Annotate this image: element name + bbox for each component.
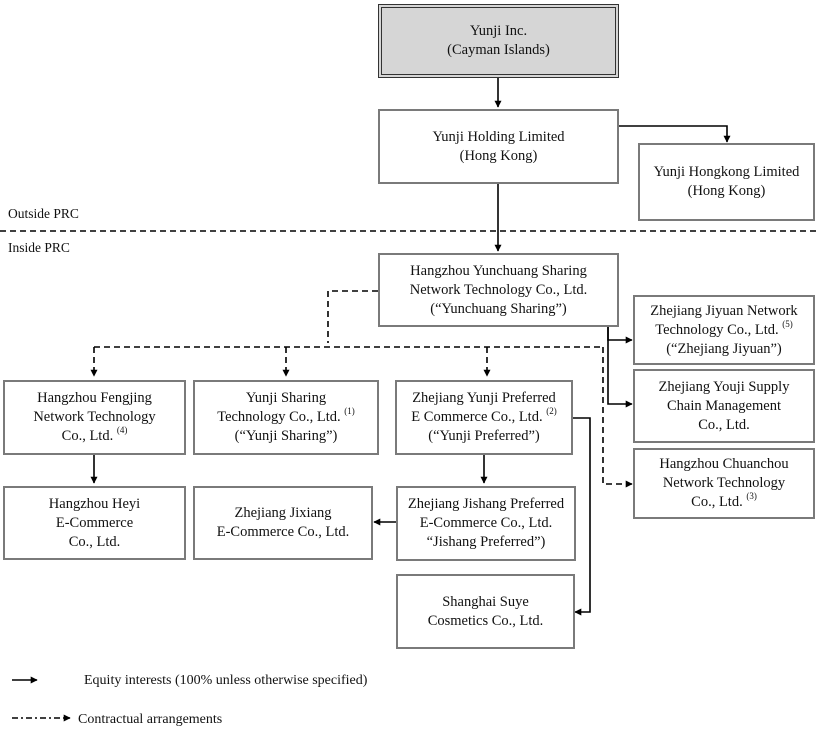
footnote-marker: (2) bbox=[546, 406, 557, 417]
node-line: E-Commerce bbox=[55, 514, 134, 531]
node-line: Chain Management bbox=[667, 397, 781, 414]
node-line: (Cayman Islands) bbox=[447, 42, 550, 58]
arrow-yunchuang-to-jiyuan bbox=[607, 327, 633, 344]
node-line: Yunji Holding Limited bbox=[432, 128, 565, 145]
node-line: Yunji Hongkong Limited bbox=[653, 164, 800, 180]
node-line: Zhejiang Yunji Preferred bbox=[412, 390, 556, 406]
node-line: (Hong Kong) bbox=[459, 147, 538, 164]
dash-yunchuang-left bbox=[327, 290, 378, 343]
node-line: Zhejiang Jiyuan Network bbox=[650, 302, 798, 319]
node-zhejiang-jiyuan: Zhejiang Jiyuan Network Technology Co., … bbox=[633, 295, 815, 365]
node-line: Yunji Sharing bbox=[245, 390, 327, 406]
footnote-marker: (4) bbox=[116, 425, 128, 436]
node-line: Cosmetics Co., Ltd. bbox=[427, 612, 544, 629]
node-yunji-inc: Yunji Inc. (Cayman Islands) bbox=[378, 4, 619, 78]
node-line: Technology Co., Ltd. bbox=[655, 321, 779, 338]
node-line: (Hong Kong) bbox=[687, 183, 766, 199]
node-line: Hangzhou Heyi bbox=[48, 495, 141, 512]
node-yunji-preferred: Zhejiang Yunji Preferred E Commerce Co.,… bbox=[395, 380, 573, 455]
node-line: “Jishang Preferred”) bbox=[426, 534, 546, 550]
node-line: Zhejiang Youji Supply bbox=[658, 378, 790, 395]
node-line: (“Yunji Preferred”) bbox=[428, 428, 540, 444]
node-line: Zhejiang Jishang Preferred bbox=[407, 496, 565, 512]
node-line: (“Zhejiang Jiyuan”) bbox=[666, 340, 782, 357]
node-line: Co., Ltd. bbox=[68, 533, 121, 550]
footnote-marker: (5) bbox=[782, 318, 793, 329]
node-line-with-note: E Commerce Co., Ltd. (2) bbox=[411, 406, 557, 427]
node-zhejiang-jixiang: Zhejiang Jixiang E-Commerce Co., Ltd. bbox=[193, 486, 373, 560]
node-yunji-hongkong: Yunji Hongkong Limited (Hong Kong) bbox=[638, 143, 815, 221]
node-line: Shanghai Suye bbox=[442, 593, 529, 610]
node-line: Network Technology Co., Ltd. bbox=[409, 281, 588, 298]
footnote-marker: (3) bbox=[746, 491, 757, 502]
node-line: E-Commerce Co., Ltd. bbox=[419, 515, 553, 531]
node-line: Network Technology bbox=[662, 475, 786, 491]
node-line-with-note: Technology Co., Ltd. (5) bbox=[655, 318, 793, 340]
node-line: Co., Ltd. bbox=[691, 494, 743, 510]
equity-arrows bbox=[90, 78, 731, 616]
contractual-arrows bbox=[90, 290, 633, 488]
dash-to-chuanchou bbox=[602, 347, 633, 488]
node-zhejiang-jishang: Zhejiang Jishang Preferred E-Commerce Co… bbox=[396, 486, 576, 561]
node-line: Hangzhou Yunchuang Sharing bbox=[410, 262, 587, 279]
node-line: Co., Ltd. bbox=[698, 416, 750, 433]
node-yunji-sharing: Yunji Sharing Technology Co., Ltd. (1) (… bbox=[193, 380, 379, 455]
node-line: Technology Co., Ltd. bbox=[217, 409, 341, 425]
node-yunchuang-sharing: Hangzhou Yunchuang Sharing Network Techn… bbox=[378, 253, 619, 327]
node-shanghai-suye: Shanghai Suye Cosmetics Co., Ltd. bbox=[396, 574, 575, 649]
arrow-preferred-to-suye bbox=[573, 417, 591, 616]
arrow-holding-to-hongkong bbox=[619, 125, 731, 143]
legend-contractual-label: Contractual arrangements bbox=[78, 712, 223, 727]
node-line: Hangzhou Chuanchou bbox=[659, 456, 789, 472]
node-line: E-Commerce Co., Ltd. bbox=[216, 524, 350, 540]
node-line: E Commerce Co., Ltd. bbox=[411, 409, 543, 425]
legend-equity-label: Equity interests (100% unless otherwise … bbox=[84, 673, 368, 688]
footnote-marker: (1) bbox=[344, 406, 355, 417]
node-line: Zhejiang Jixiang bbox=[234, 505, 332, 521]
node-line: (“Yunchuang Sharing”) bbox=[430, 300, 567, 317]
node-line: (“Yunji Sharing”) bbox=[234, 428, 338, 444]
arrow-yunchuang-to-youji bbox=[607, 327, 633, 408]
node-zhejiang-youji: Zhejiang Youji Supply Chain Management C… bbox=[633, 369, 815, 443]
inside-prc-label: Inside PRC bbox=[8, 240, 70, 255]
node-hangzhou-heyi: Hangzhou Heyi E-Commerce Co., Ltd. bbox=[3, 486, 186, 560]
node-hangzhou-fengjing: Hangzhou Fengjing Network Technology Co.… bbox=[3, 380, 186, 455]
node-line: Co., Ltd. bbox=[61, 428, 114, 444]
outside-prc-label: Outside PRC bbox=[8, 206, 79, 221]
node-hangzhou-chuanchou: Hangzhou Chuanchou Network Technology Co… bbox=[633, 448, 815, 519]
node-line: Network Technology bbox=[33, 409, 156, 425]
node-line-with-note: Co., Ltd. (4) bbox=[61, 425, 128, 446]
node-line: Yunji Inc. bbox=[469, 23, 528, 39]
node-yunji-holding: Yunji Holding Limited (Hong Kong) bbox=[378, 109, 619, 184]
node-line: Hangzhou Fengjing bbox=[37, 390, 152, 406]
node-line-with-note: Co., Ltd. (3) bbox=[691, 491, 757, 512]
node-line-with-note: Technology Co., Ltd. (1) bbox=[217, 406, 355, 427]
